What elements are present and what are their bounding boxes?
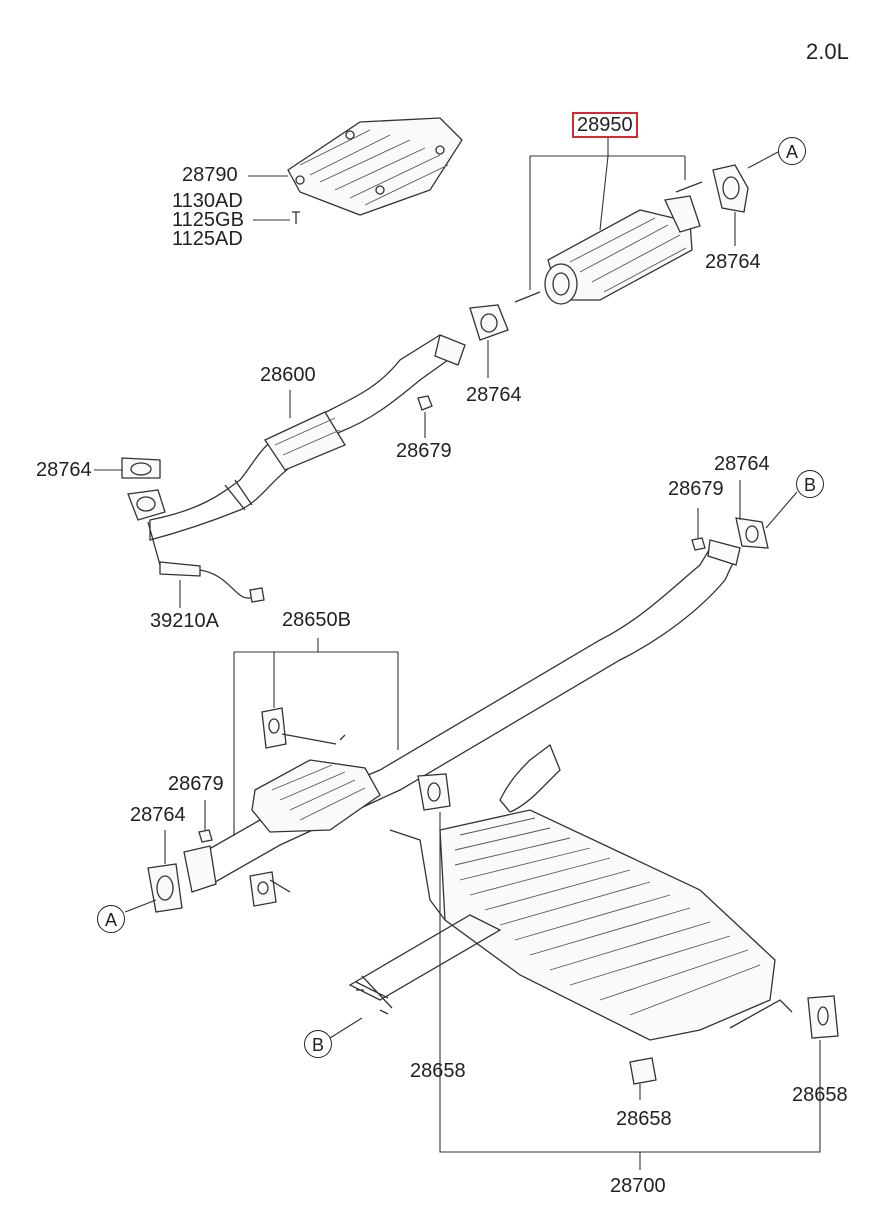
engine-spec-label: 2.0L bbox=[806, 39, 849, 64]
part-label-28764[interactable]: 28764 bbox=[36, 459, 92, 481]
muffler-drawing[interactable] bbox=[348, 743, 793, 1041]
part-label-28679[interactable]: 28679 bbox=[168, 773, 224, 795]
heat-shield-drawing[interactable] bbox=[287, 117, 463, 216]
part-label-39210A[interactable]: 39210A bbox=[150, 610, 219, 632]
part-label-1130AD[interactable]: 1130AD bbox=[172, 190, 243, 212]
gasket-drawing[interactable] bbox=[121, 164, 769, 913]
part-label-28764[interactable]: 28764 bbox=[130, 804, 186, 826]
part-label-28600[interactable]: 28600 bbox=[260, 364, 316, 386]
part-label-28764[interactable]: 28764 bbox=[714, 453, 770, 475]
leader-lines bbox=[94, 136, 821, 1170]
part-label-28658[interactable]: 28658 bbox=[792, 1084, 848, 1106]
callout-b[interactable]: B bbox=[796, 470, 824, 498]
part-label-1125AD[interactable]: 1125AD bbox=[172, 228, 243, 250]
part-label-28790[interactable]: 28790 bbox=[182, 164, 238, 186]
part-label-28700[interactable]: 28700 bbox=[610, 1175, 666, 1197]
part-label-28650B[interactable]: 28650B bbox=[282, 609, 351, 631]
nut-drawing[interactable] bbox=[198, 395, 706, 843]
bolt-drawing[interactable] bbox=[292, 211, 300, 224]
callout-a[interactable]: A bbox=[778, 137, 806, 165]
center-pipe-drawing[interactable] bbox=[183, 539, 741, 893]
callout-a[interactable]: A bbox=[97, 905, 125, 933]
hanger-drawing[interactable] bbox=[249, 707, 839, 1085]
part-label-28658[interactable]: 28658 bbox=[616, 1108, 672, 1130]
part-label-1125GB[interactable]: 1125GB bbox=[172, 209, 244, 231]
callout-b[interactable]: B bbox=[304, 1030, 332, 1058]
part-label-28658[interactable]: 28658 bbox=[410, 1060, 466, 1082]
front-pipe-drawing[interactable] bbox=[127, 334, 466, 541]
part-label-28764[interactable]: 28764 bbox=[466, 384, 522, 406]
part-label-28679[interactable]: 28679 bbox=[668, 478, 724, 500]
part-label-28764[interactable]: 28764 bbox=[705, 251, 761, 273]
part-label-28679[interactable]: 28679 bbox=[396, 440, 452, 462]
part-label-28950[interactable]: 28950 bbox=[572, 112, 638, 138]
oxygen-sensor-drawing[interactable] bbox=[147, 521, 265, 603]
catalytic-converter-drawing[interactable] bbox=[514, 181, 703, 305]
